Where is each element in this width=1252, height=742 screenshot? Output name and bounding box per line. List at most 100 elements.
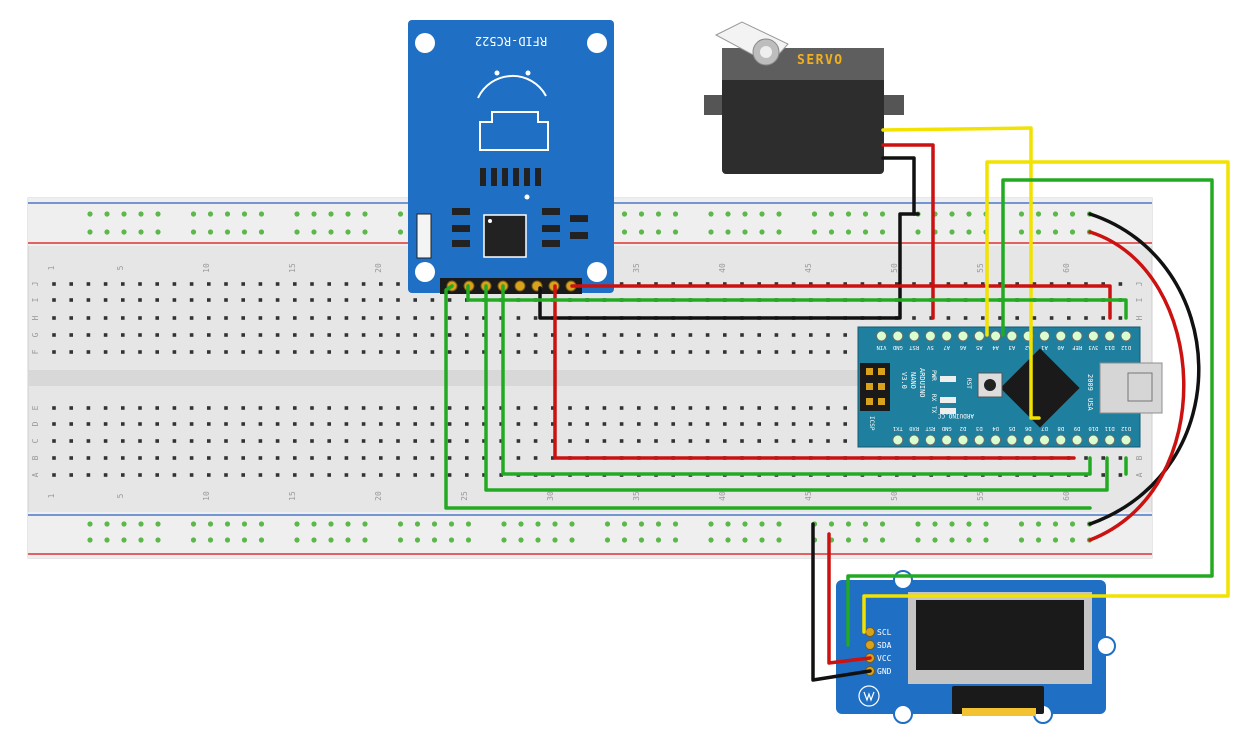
arduino-pin-label-top: D13 xyxy=(1105,344,1115,350)
breadboard-hole xyxy=(344,333,349,337)
rail-hole xyxy=(655,521,662,527)
rail-hole xyxy=(915,521,921,527)
breadboard-hole xyxy=(791,406,796,410)
breadboard-hole xyxy=(86,439,91,443)
breadboard-hole xyxy=(327,333,331,337)
arduino-pin-label-bottom: D11 xyxy=(1105,425,1115,431)
breadboard-hole xyxy=(671,350,675,354)
arduino-pin-bottom xyxy=(1104,434,1116,446)
breadboard-hole xyxy=(379,350,383,354)
breadboard-hole xyxy=(447,406,452,410)
arduino-pin-label-bottom: D9 xyxy=(1074,425,1081,431)
rail-hole xyxy=(776,229,782,235)
rail-hole xyxy=(535,537,541,543)
rail-hole xyxy=(104,521,110,527)
breadboard-hole xyxy=(207,333,211,337)
rail-hole xyxy=(966,521,972,527)
breadboard-hole xyxy=(258,298,263,302)
rail-hole xyxy=(759,229,765,235)
breadboard-hole xyxy=(998,282,1002,286)
rail-hole xyxy=(932,521,938,527)
breadboard-hole xyxy=(121,282,125,286)
breadboard-hole xyxy=(705,282,710,286)
rail-hole xyxy=(1018,521,1025,527)
breadboard-hole xyxy=(723,422,727,426)
rail-hole xyxy=(879,229,886,235)
row-letter-right: H xyxy=(1135,315,1144,320)
breadboard-hole xyxy=(705,350,710,354)
breadboard-hole xyxy=(705,439,710,443)
wire-rfid-sck xyxy=(501,284,1092,476)
row-letter-right: A xyxy=(1135,472,1144,477)
breadboard-hole xyxy=(413,298,417,302)
breadboard-hole xyxy=(52,350,56,354)
breadboard-hole xyxy=(465,350,469,354)
breadboard-hole xyxy=(344,456,349,460)
breadboard-hole xyxy=(310,473,314,477)
breadboard-hole xyxy=(155,333,159,337)
rail-hole xyxy=(448,521,455,527)
breadboard-hole xyxy=(258,333,263,337)
breadboard-hole xyxy=(121,333,125,337)
arduino-pin-bottom xyxy=(1055,434,1067,446)
breadboard-hole xyxy=(52,333,56,337)
rfid-dot xyxy=(525,70,531,76)
rail-hole xyxy=(604,521,611,527)
rail-hole xyxy=(207,211,214,217)
breadboard-hole xyxy=(327,422,331,426)
breadboard-hole xyxy=(138,406,142,410)
rail-hole xyxy=(448,537,455,543)
breadboard-hole xyxy=(155,298,159,302)
breadboard-hole xyxy=(293,350,297,354)
rail-hole xyxy=(345,521,351,527)
breadboard-hole xyxy=(447,316,452,320)
breadboard-hole xyxy=(568,333,572,337)
breadboard-hole xyxy=(912,282,916,286)
breadboard-hole xyxy=(344,422,349,426)
column-number-bottom: 35 xyxy=(632,491,641,501)
oled-logo-mark xyxy=(863,691,875,702)
breadboard-hole xyxy=(258,316,263,320)
rail-hole xyxy=(915,537,921,543)
rail-hole xyxy=(138,211,144,217)
breadboard-hole xyxy=(327,456,331,460)
rail-hole xyxy=(759,211,765,217)
breadboard-hole xyxy=(172,350,177,354)
arduino-pin-label-top: VIN xyxy=(877,344,887,350)
arduino-pin-label-bottom: D4 xyxy=(992,425,999,431)
breadboard-hole xyxy=(809,350,813,354)
breadboard-hole xyxy=(843,350,847,354)
rail-hole xyxy=(1035,521,1042,527)
breadboard-hole xyxy=(258,282,263,286)
breadboard-hole xyxy=(430,333,435,337)
column-number-top: 55 xyxy=(976,263,985,273)
breadboard-hole xyxy=(516,439,521,443)
breadboard-hole xyxy=(654,282,658,286)
oled-pin xyxy=(865,640,875,650)
rail-hole xyxy=(1035,229,1042,235)
breadboard-hole xyxy=(344,350,349,354)
breadboard-hole xyxy=(379,456,383,460)
breadboard-hole xyxy=(671,282,675,286)
breadboard-hole xyxy=(551,333,555,337)
oled-mount-hole xyxy=(893,570,913,590)
breadboard-hole xyxy=(465,406,469,410)
rail-hole xyxy=(501,537,507,543)
breadboard-hole xyxy=(396,456,400,460)
rail-hole xyxy=(621,521,628,527)
arduino-pin-bottom xyxy=(941,434,953,446)
rail-hole xyxy=(966,537,972,543)
breadboard-hole xyxy=(361,473,366,477)
breadboard-hole xyxy=(843,406,847,410)
breadboard-hole xyxy=(499,473,503,477)
breadboard-hole xyxy=(791,282,796,286)
breadboard-hole xyxy=(688,406,693,410)
arduino-pin-bottom xyxy=(1120,434,1132,446)
breadboard-hole xyxy=(1015,316,1019,320)
breadboard-hole xyxy=(430,350,435,354)
breadboard-hole xyxy=(1084,282,1088,286)
rail-hole xyxy=(1069,211,1076,217)
breadboard-hole xyxy=(740,333,744,337)
rail-hole xyxy=(966,229,972,235)
breadboard-hole xyxy=(396,439,400,443)
